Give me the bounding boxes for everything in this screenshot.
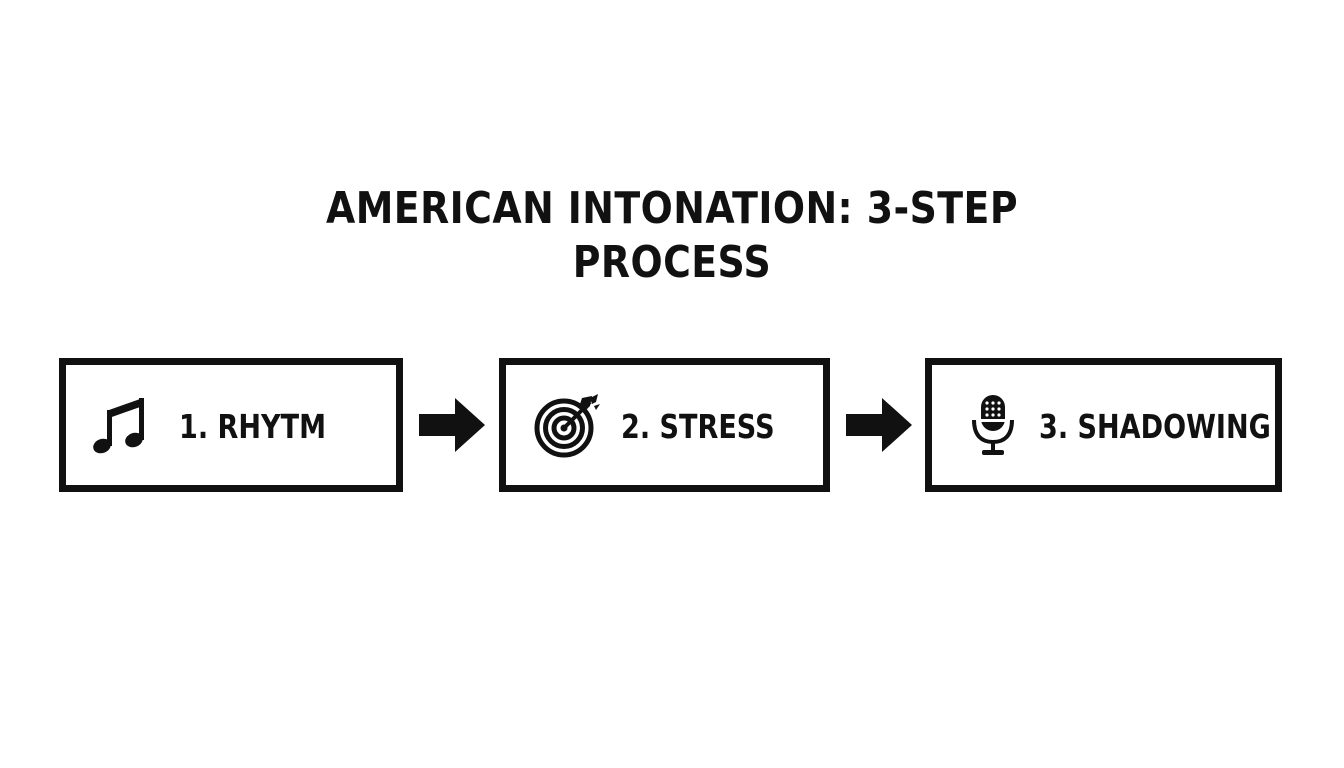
diagram-title: AMERICAN INTONATION: 3-STEP PROCESS bbox=[94, 182, 1250, 290]
step-label-shadowing: 3. SHADOWING bbox=[1039, 407, 1271, 446]
music-notes-icon bbox=[89, 392, 155, 458]
diagram-title-line-2: PROCESS bbox=[572, 237, 772, 288]
step-label-stress: 2. STRESS bbox=[621, 407, 775, 446]
target-arrow-icon bbox=[534, 392, 600, 458]
microphone-icon bbox=[962, 392, 1028, 458]
step-box-shadowing: 3. SHADOWING bbox=[925, 358, 1282, 492]
step-box-rhythm: 1. RHYTM bbox=[59, 358, 403, 492]
arrow-right-icon bbox=[846, 398, 912, 452]
diagram-title-line-1: AMERICAN INTONATION: 3-STEP bbox=[326, 183, 1018, 234]
step-box-stress: 2. STRESS bbox=[499, 358, 830, 492]
step-label-rhythm: 1. RHYTM bbox=[179, 407, 326, 446]
arrow-right-icon bbox=[419, 398, 485, 452]
